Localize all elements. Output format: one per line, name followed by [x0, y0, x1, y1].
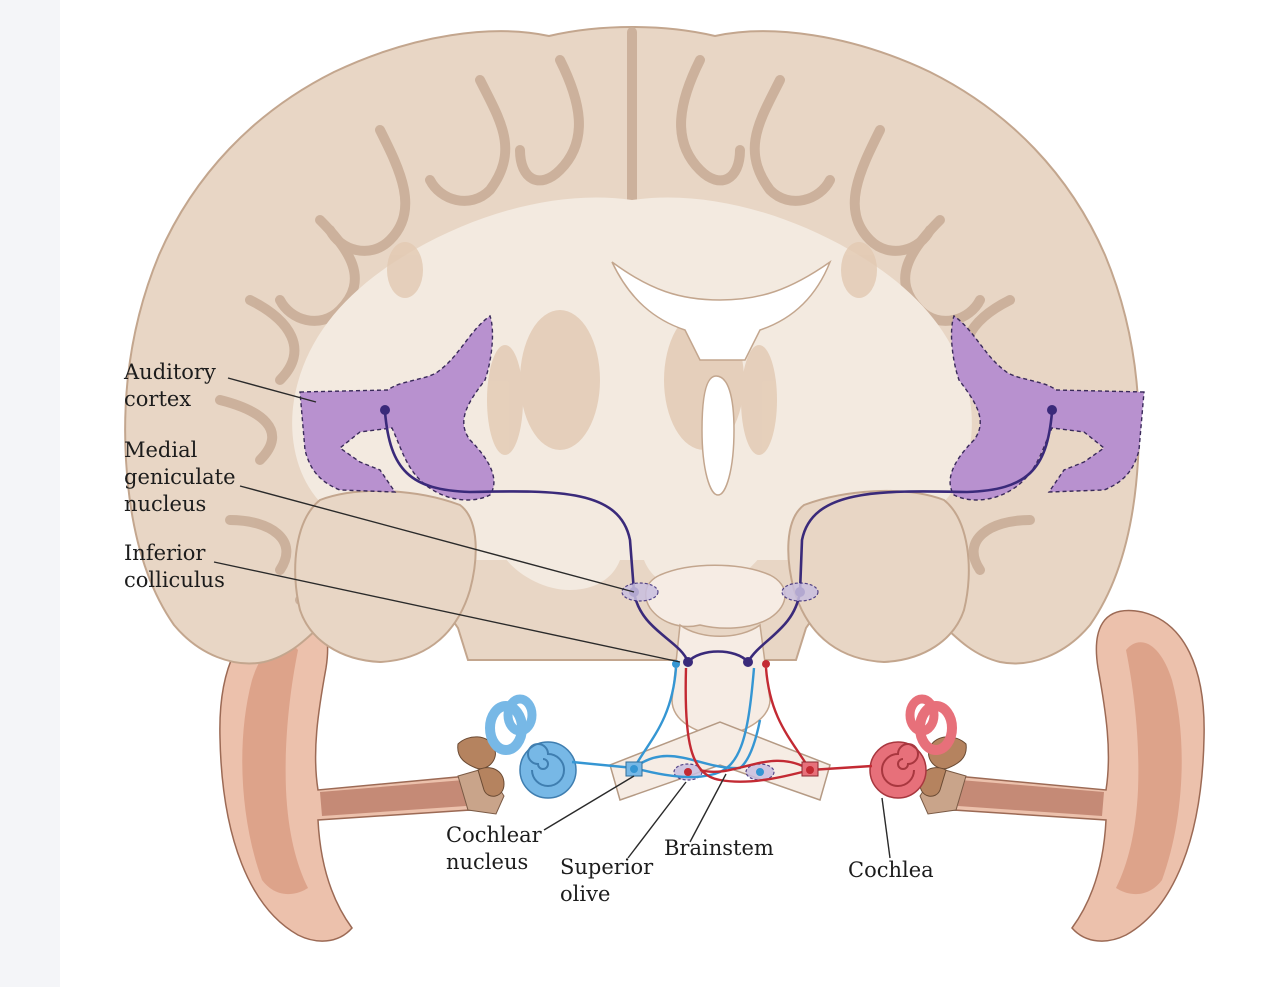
brainstem-section	[609, 721, 831, 801]
left-ear-pathway	[571, 667, 762, 779]
left-margin-panel	[0, 0, 60, 987]
label-auditory-cortex: Auditory cortex	[123, 360, 223, 411]
right-temporal-lobe	[787, 489, 970, 664]
thalamocortical-pathway	[383, 411, 1054, 663]
left-temporal-lobe	[294, 489, 477, 664]
right-outer-ear	[919, 609, 1205, 942]
label-medial-geniculate-nucleus: Medial geniculate nucleus	[124, 438, 242, 516]
lateral-ventricles	[611, 259, 832, 361]
label-brainstem: Brainstem	[664, 836, 774, 860]
label-cochlear-nucleus: Cochlear nucleus	[446, 823, 548, 874]
label-inferior-colliculus: Inferior colliculus	[124, 541, 225, 592]
third-ventricle	[701, 375, 735, 496]
right-cochlea	[869, 694, 957, 799]
brainstem-nodes	[625, 660, 819, 777]
midbrain	[644, 564, 786, 629]
left-outer-ear	[219, 609, 505, 942]
right-auditory-cortex	[949, 314, 1145, 501]
left-auditory-cortex	[299, 314, 495, 501]
left-cochlea	[485, 694, 577, 799]
label-superior-olive: Superior olive	[560, 855, 660, 906]
brain	[60, 0, 1264, 987]
leader-lines	[213, 377, 891, 859]
right-ear-pathway	[684, 667, 873, 783]
label-cochlea: Cochlea	[848, 858, 934, 882]
brainstem-body	[671, 623, 771, 736]
